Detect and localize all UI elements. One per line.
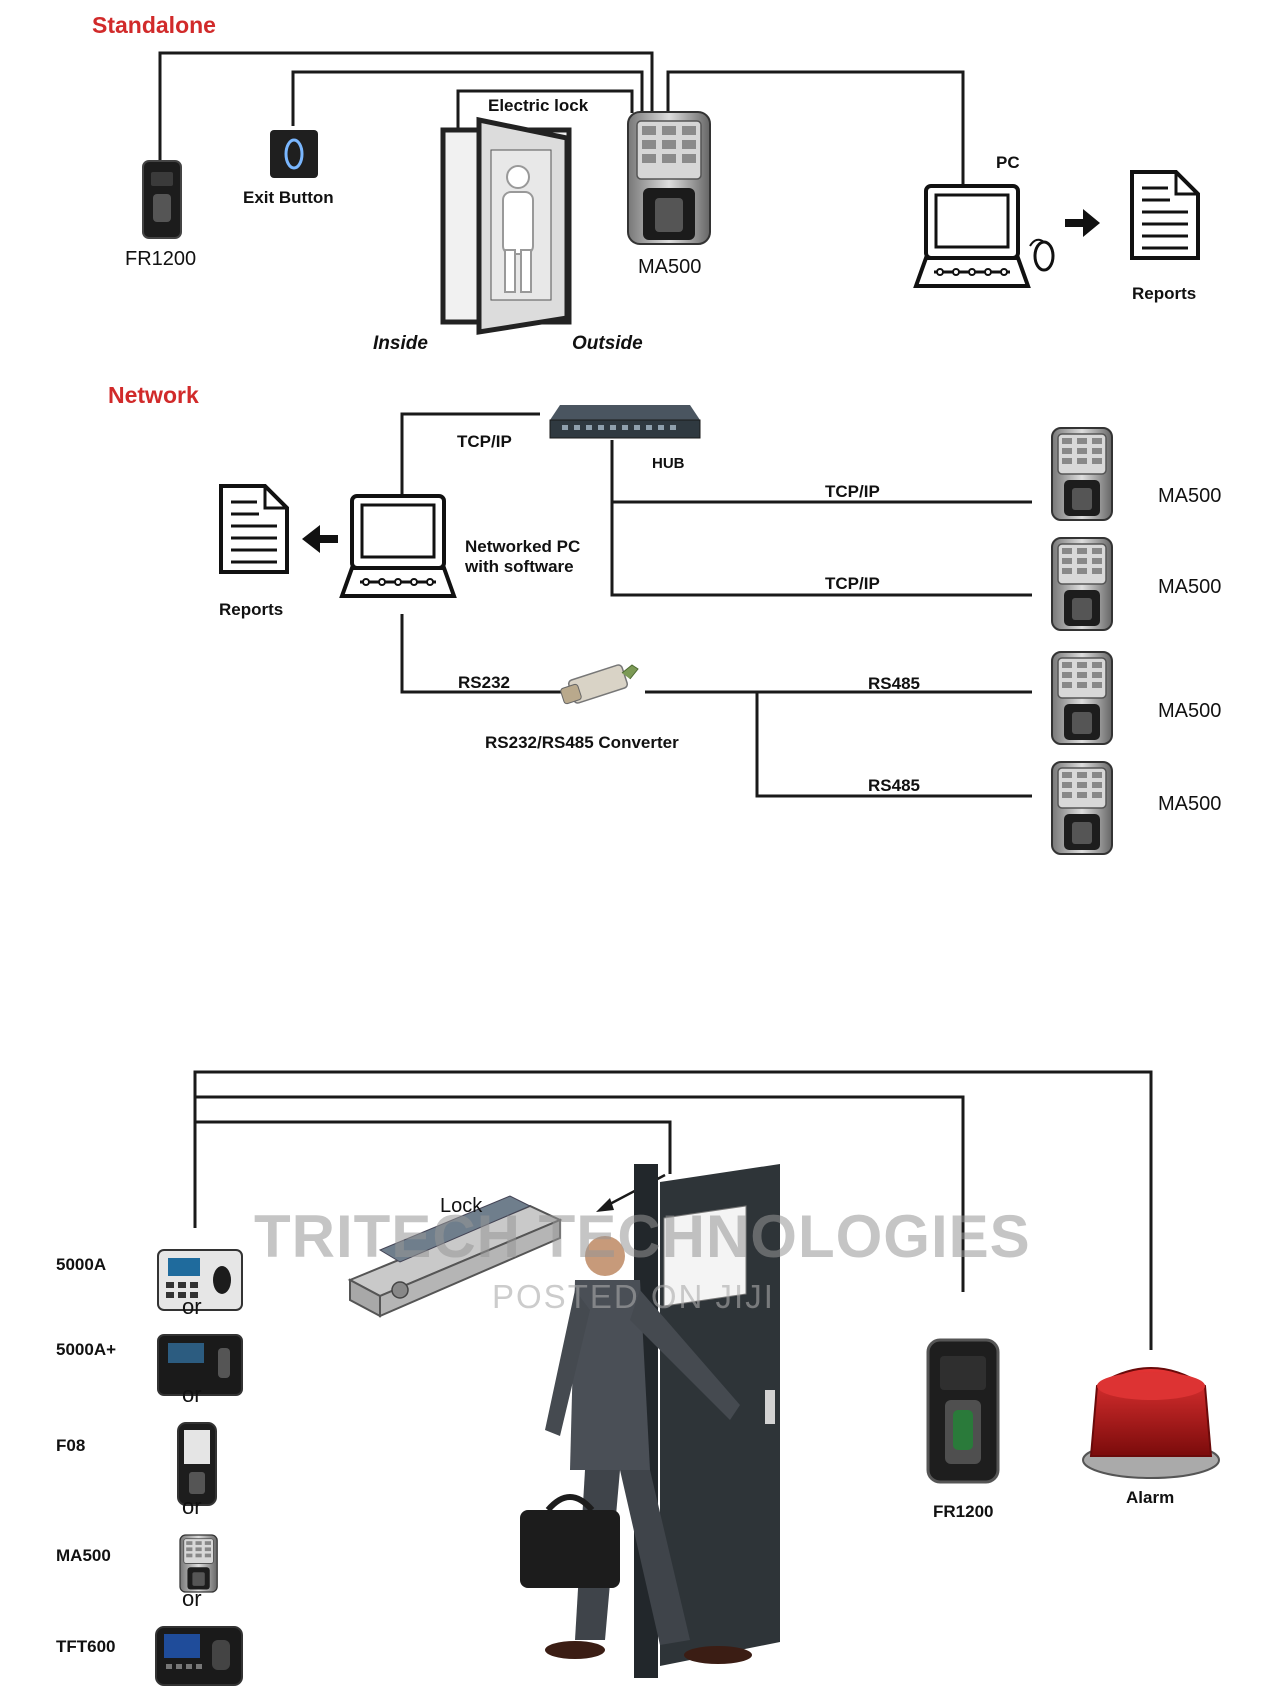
rs232-rs485-converter-icon (560, 664, 639, 705)
network-ma500-icon-3 (1051, 651, 1113, 745)
watermark-line1: TRITECH TECHNOLOGIES (254, 1203, 1031, 1270)
tcpip-label-2: TCP/IP (825, 574, 880, 593)
networked-pc-label-line1: Networked PC (465, 537, 581, 556)
fr1200-reader-icon (142, 160, 182, 239)
or-label-2: or (182, 1382, 202, 1407)
network-reports-label: Reports (219, 600, 284, 619)
fr1200-bottom-label: FR1200 (933, 1502, 994, 1521)
arrow-left-icon (302, 525, 338, 553)
door-icon (440, 116, 572, 335)
device-tft600-icon (155, 1626, 243, 1686)
device-5000a-plus-icon (157, 1334, 243, 1396)
network-ma500-icon-4 (1051, 761, 1113, 855)
reports-doc-icon (1130, 170, 1200, 260)
network-ma500-icon-2 (1051, 537, 1113, 631)
lock-label: Lock (440, 1195, 483, 1217)
exit-button-icon (270, 130, 318, 178)
fr1200-bottom-icon (926, 1338, 1000, 1484)
network-ma500-label-3: MA500 (1158, 700, 1222, 722)
pc-icon (914, 184, 1030, 288)
converter-label: RS232/RS485 Converter (485, 733, 679, 752)
device-ma500-icon (179, 1534, 218, 1593)
ma500-standalone-icon (627, 111, 711, 245)
device-5000a-label: 5000A (56, 1255, 107, 1274)
outside-label: Outside (572, 333, 643, 354)
electric-lock-label: Electric lock (488, 96, 589, 115)
alarm-label: Alarm (1126, 1488, 1175, 1507)
mouse-icon (1029, 238, 1055, 272)
networked-pc-icon (340, 494, 456, 598)
rs485-label-1: RS485 (868, 674, 920, 693)
pc-label: PC (996, 153, 1020, 172)
or-label-3: or (182, 1494, 202, 1519)
network-ma500-label-2: MA500 (1158, 576, 1222, 598)
arrow-right-icon (1065, 209, 1100, 237)
bottom-wires (193, 1070, 1153, 1350)
device-5000a-plus-label: 5000A+ (56, 1340, 117, 1359)
device-f08-label: F08 (56, 1436, 86, 1455)
lock-icon (347, 1195, 563, 1318)
device-ma500-label: MA500 (56, 1546, 111, 1565)
reports-label: Reports (1132, 284, 1197, 303)
or-label-1: or (182, 1294, 202, 1319)
network-ma500-label-1: MA500 (1158, 485, 1222, 507)
alarm-icon (1082, 1367, 1220, 1479)
network-ma500-icon-1 (1051, 427, 1113, 521)
businessman-icon (520, 1236, 752, 1664)
exit-button-label: Exit Button (243, 188, 334, 207)
networked-pc-label-line2: with software (465, 557, 574, 576)
standalone-wires (158, 51, 965, 185)
network-section-title: Network (108, 382, 199, 408)
inside-label: Inside (373, 333, 428, 354)
ma500-label: MA500 (638, 256, 702, 278)
standalone-section-title: Standalone (92, 12, 216, 38)
or-label-4: or (182, 1586, 202, 1611)
device-tft600-label: TFT600 (56, 1637, 116, 1656)
rs485-label-2: RS485 (868, 776, 920, 795)
fr1200-label: FR1200 (125, 248, 197, 270)
tcpip-hub-label: TCP/IP (457, 432, 512, 451)
device-f08-icon (177, 1422, 217, 1506)
tcpip-label-1: TCP/IP (825, 482, 880, 501)
hub-label: HUB (652, 455, 685, 472)
device-5000a-icon (157, 1249, 243, 1311)
network-wires (400, 412, 1032, 798)
watermark-line2: POSTED ON JIJI (492, 1278, 775, 1315)
network-ma500-label-4: MA500 (1158, 793, 1222, 815)
network-reports-doc-icon (219, 484, 289, 574)
rs232-label: RS232 (458, 673, 510, 692)
hub-icon (549, 405, 701, 439)
